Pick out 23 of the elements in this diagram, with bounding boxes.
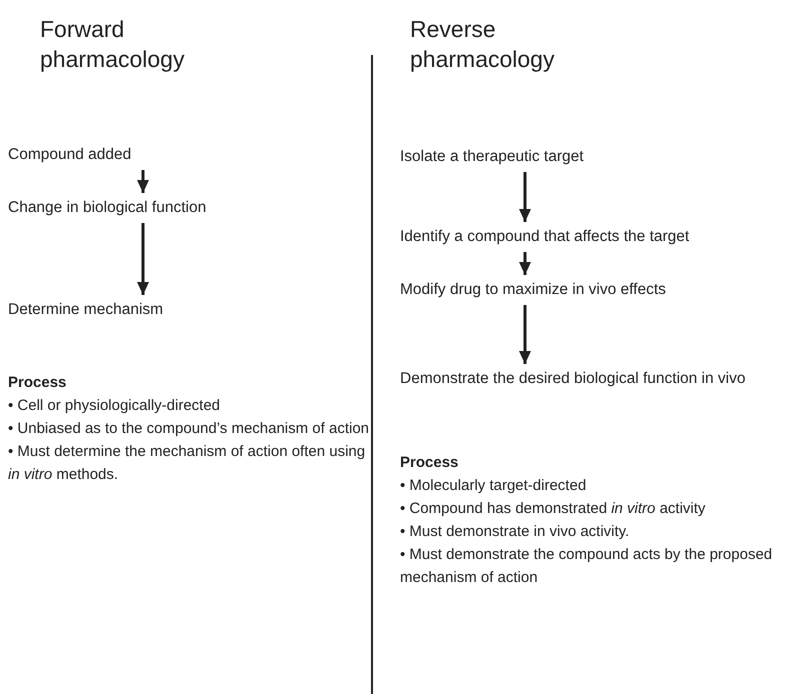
arrow xyxy=(519,305,531,364)
step-text: Change in biological function xyxy=(8,197,206,219)
step-text: Demonstrate the desired biological function in vivo xyxy=(400,368,800,390)
step-text: Identify a compound that affects the target xyxy=(400,226,690,248)
column-heading: Reverse pharmacology xyxy=(410,15,556,74)
arrow xyxy=(519,172,531,222)
step-text: Modify drug to maximize in vivo effects xyxy=(400,279,666,301)
step-text: Isolate a therapeutic target xyxy=(400,146,584,168)
step-text: Determine mechanism xyxy=(8,299,164,321)
section-title: Process xyxy=(400,453,460,473)
bullet-text: • Molecularly target-directed xyxy=(400,476,588,496)
arrow xyxy=(137,223,149,295)
arrow xyxy=(137,170,149,193)
bullet-text: • Unbiased as to the compound’s mechanism of action xyxy=(8,419,370,439)
arrow xyxy=(519,252,531,275)
step-text: Compound added xyxy=(8,144,132,166)
bullet-text: • Compound has demonstrated in vitro activity xyxy=(400,499,706,519)
bullet-text: • Must demonstrate the compound acts by the proposed mechanism of action xyxy=(400,545,774,588)
column-heading: Forward pharmacology xyxy=(40,15,186,74)
bullet-text: • Cell or physiologically-directed xyxy=(8,396,222,416)
bullet-text: • Must demonstrate in vivo activity. xyxy=(400,522,630,542)
section-title: Process xyxy=(8,373,68,393)
bullet-text: • Must determine the mechanism of action often using in vitro methods. xyxy=(8,442,366,485)
